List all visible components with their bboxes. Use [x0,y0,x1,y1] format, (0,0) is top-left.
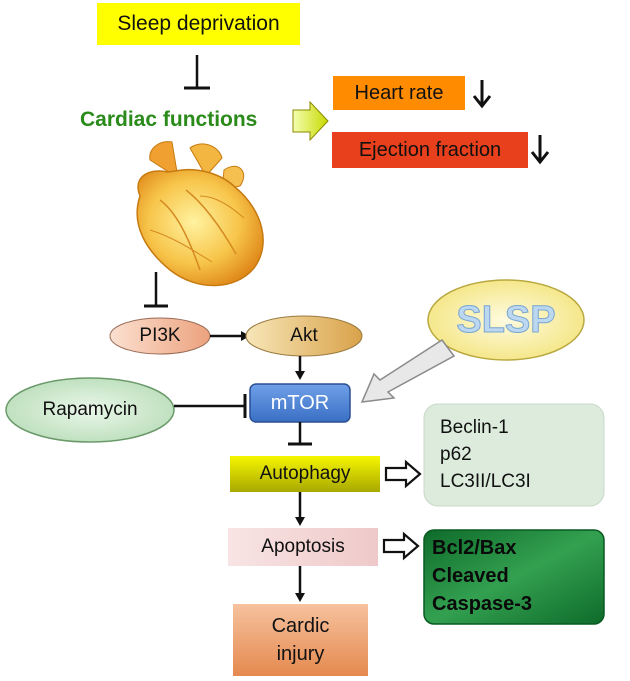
down-arrow-icon [472,80,492,109]
sleep-deprivation-box: Sleep deprivation [97,3,300,45]
slsp-label: SLSP [456,298,556,341]
marker-item: Bcl2/Bax [432,537,517,559]
ejection-fraction-label: Ejection fraction [358,138,502,161]
injury-label-line1: Cardic [271,615,330,637]
apoptosis-label: Apoptosis [261,536,345,557]
block-arrow-icon [292,100,329,142]
marker-item: Cleaved [432,565,509,587]
slsp-node [427,279,585,361]
marker-item: LC3II/LC3I [440,471,531,492]
slsp-label-box: SLSP [428,294,584,346]
autophagy-markers-list: Beclin-1 p62 LC3II/LC3I [440,414,531,495]
akt-label-box: Akt [246,322,362,350]
autophagy-markers-box [423,403,605,507]
rapamycin-label-box: Rapamycin [6,394,174,426]
heart-illustration-icon [136,141,264,287]
arrowhead-icon [295,371,305,380]
mtor-label: mTOR [270,391,330,414]
hollow-arrow-icon [382,531,420,561]
apoptosis-node [228,528,378,566]
rapamycin-node [5,377,175,443]
injury-label-box: Cardic injury [233,604,368,676]
autophagy-label: Autophagy [259,463,351,484]
marker-item: Caspase-3 [432,593,533,615]
pi3k-label: PI3K [139,325,181,346]
rapamycin-label: Rapamycin [42,399,138,420]
mtor-label-box: mTOR [250,384,350,422]
heart-rate-box: Heart rate [333,76,465,110]
apoptosis-markers-box [423,529,605,625]
autophagy-node [230,456,380,492]
down-arrow-icon [530,135,550,165]
pi3k-label-box: PI3K [110,322,210,350]
akt-node [245,315,363,357]
marker-item: p62 [440,444,472,465]
sleep-deprivation-label: Sleep deprivation [117,12,280,35]
ejection-fraction-box: Ejection fraction [332,132,528,168]
heart-rate-label: Heart rate [354,81,444,104]
autophagy-label-box: Autophagy [230,456,380,492]
akt-label: Akt [290,325,318,346]
cardiac-functions-label: Cardiac functions [80,108,258,131]
injury-label-line2: injury [276,643,325,665]
arrowhead-icon [295,593,305,602]
apoptosis-label-box: Apoptosis [228,528,378,566]
injury-node [233,604,368,676]
hollow-arrow-icon [384,459,422,489]
apoptosis-markers-list: Bcl2/Bax Cleaved Caspase-3 [432,534,532,618]
block-arrow-icon [360,338,456,403]
marker-item: Beclin-1 [440,417,509,438]
arrowhead-icon [295,517,305,526]
